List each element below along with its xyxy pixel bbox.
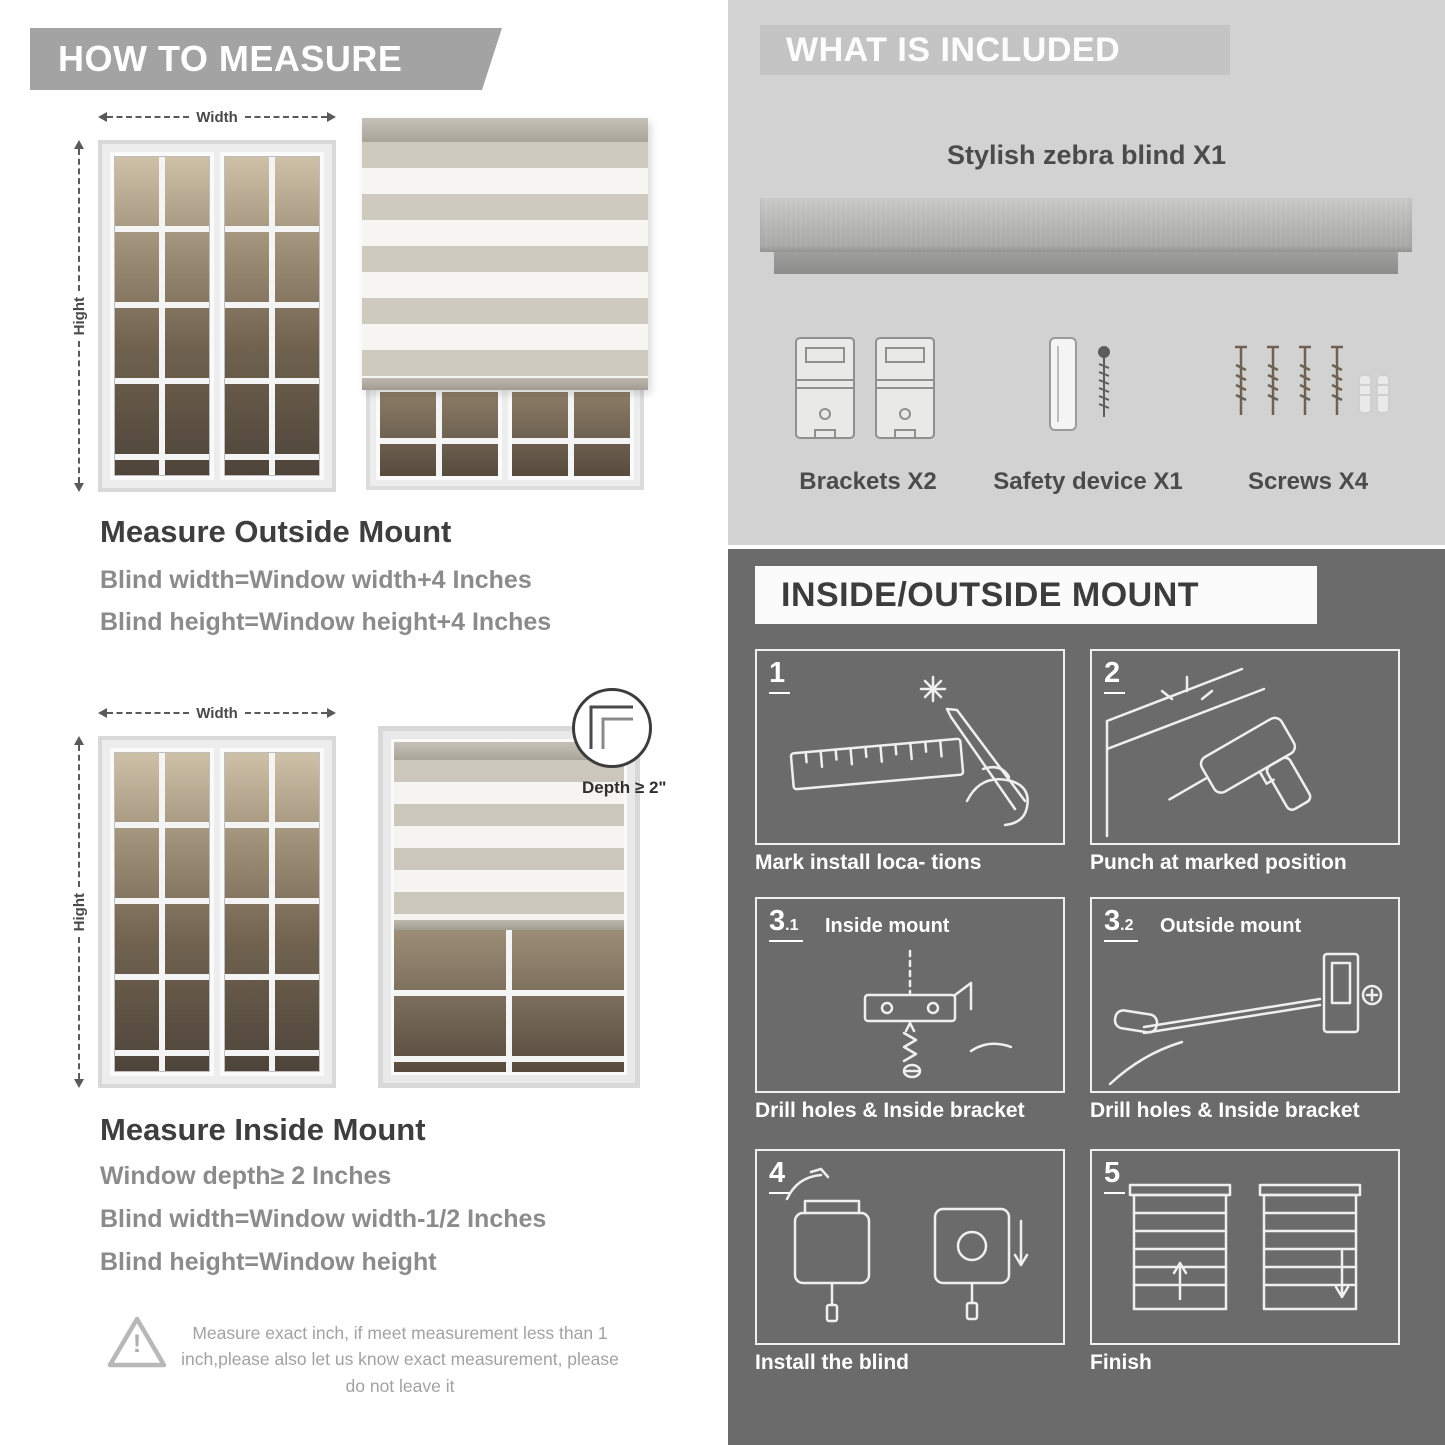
window-sash xyxy=(110,748,214,1076)
width-label: Width xyxy=(196,704,238,722)
exclamation-mark: ! xyxy=(132,1330,142,1358)
window-sash xyxy=(110,152,214,480)
step-number: 4 xyxy=(769,1157,786,1189)
blind-cassette xyxy=(362,118,648,142)
inside-bracket-illustration xyxy=(863,949,1013,1079)
width-arrow-icon: Width xyxy=(98,702,337,724)
step-number: 1 xyxy=(769,657,786,689)
finish-illustration xyxy=(1128,1183,1362,1311)
window-glass xyxy=(394,930,624,1072)
depth-callout-label: Depth ≥ 2" xyxy=(582,778,667,797)
step-caption-3-1: Drill holes & Inside bracket xyxy=(755,1099,1025,1122)
anchor-icon xyxy=(1358,374,1390,414)
mount-banner: INSIDE/OUTSIDE MOUNT xyxy=(755,566,1317,624)
step-number: 3 xyxy=(1104,905,1121,937)
inside-mount-line2: Blind width=Window width-1/2 Inches xyxy=(100,1205,547,1233)
height-label: Hight xyxy=(70,296,88,336)
outside-mount-line1: Blind width=Window width+4 Inches xyxy=(100,566,532,594)
inside-outside-mount-section: INSIDE/OUTSIDE MOUNT 1 2 xyxy=(728,549,1445,1445)
step-caption-5: Finish xyxy=(1090,1351,1152,1374)
window-illustration-inside xyxy=(98,736,336,1088)
step-caption-1: Mark install loca- tions xyxy=(755,851,982,874)
step-panel-4: 4 xyxy=(755,1149,1065,1345)
step-caption-3-2: Drill holes & Inside bracket xyxy=(1090,1099,1360,1122)
arrow-left-icon xyxy=(98,112,107,122)
outside-mount-line2: Blind height=Window height+4 Inches xyxy=(100,608,552,636)
height-label: Hight xyxy=(70,892,88,932)
step-panel-5: 5 xyxy=(1090,1149,1400,1345)
window-sash xyxy=(220,748,324,1076)
safety-device-icon xyxy=(1049,337,1110,431)
step-number: 5 xyxy=(1104,1157,1121,1189)
screws-label: Screws X4 xyxy=(1247,468,1369,495)
window-illustration-outside xyxy=(98,140,336,492)
product-title: Stylish zebra blind X1 xyxy=(946,140,1227,170)
inside-mount-heading: Measure Inside Mount xyxy=(100,1112,426,1147)
window-sash xyxy=(220,152,324,480)
blind-stripes xyxy=(394,760,624,920)
depth-magnifier-circle-icon xyxy=(572,688,652,768)
what-is-included-banner: WHAT IS INCLUDED xyxy=(760,25,1230,75)
what-is-included-section: WHAT IS INCLUDED Stylish zebra blind X1 xyxy=(728,0,1445,545)
mark-location-illustration xyxy=(789,675,1029,827)
arrow-left-icon xyxy=(98,708,107,718)
brackets-icon xyxy=(795,337,935,439)
step-panel-2: 2 xyxy=(1090,649,1400,845)
arrow-up-icon xyxy=(74,140,84,149)
install-blind-illustration xyxy=(785,1167,1029,1323)
zebra-blind-inside-illustration xyxy=(378,726,640,1088)
step-substep: .2 xyxy=(1120,917,1134,934)
width-arrow-icon: Width xyxy=(98,106,337,128)
headrail-valance-illustration xyxy=(774,252,1398,274)
step-panel-3-2: 3.2 Outside mount xyxy=(1090,897,1400,1093)
step-title: Outside mount xyxy=(1160,915,1302,937)
zebra-blind-outside-illustration xyxy=(362,118,648,390)
arrow-right-icon xyxy=(327,708,337,718)
blind-stripes xyxy=(362,142,648,378)
width-label: Width xyxy=(196,108,238,126)
headrail-illustration xyxy=(760,198,1412,252)
arrow-right-icon xyxy=(327,112,337,122)
step-caption-4: Install the blind xyxy=(755,1351,910,1374)
blind-bottom-rail xyxy=(394,920,624,930)
window-under-blind-illustration xyxy=(366,378,644,490)
arrow-down-icon xyxy=(74,1079,84,1089)
height-arrow-icon: Hight xyxy=(66,140,92,493)
step-number: 2 xyxy=(1104,657,1121,689)
blind-bottom-rail xyxy=(362,378,648,390)
step-substep: .1 xyxy=(785,917,799,934)
outside-mount-heading: Measure Outside Mount xyxy=(100,514,452,549)
arrow-down-icon xyxy=(74,483,84,493)
step-panel-1: 1 xyxy=(755,649,1065,845)
blind-cassette xyxy=(394,742,624,760)
measure-warning-text: Measure exact inch, if meet measurement … xyxy=(181,1323,619,1396)
step-title: Inside mount xyxy=(825,915,950,937)
height-arrow-icon: Hight xyxy=(66,736,92,1089)
frame-corner-icon xyxy=(589,705,633,749)
step-caption-2: Punch at marked position xyxy=(1090,851,1347,874)
inside-mount-line3: Blind height=Window height xyxy=(100,1248,437,1276)
brackets-label: Brackets X2 xyxy=(799,468,937,495)
warning-triangle-icon: ! xyxy=(106,1314,168,1370)
inside-mount-line1: Window depth≥ 2 Inches xyxy=(100,1162,392,1190)
step-panel-3-1: 3.1 Inside mount xyxy=(755,897,1065,1093)
outside-bracket-illustration xyxy=(1108,952,1383,1086)
safety-device-label: Safety device X1 xyxy=(993,468,1183,495)
step-number: 3 xyxy=(769,905,786,937)
drill-punch-illustration xyxy=(1105,667,1312,838)
how-to-measure-banner: HOW TO MEASURE xyxy=(30,28,502,90)
screws-icon xyxy=(1235,345,1390,415)
arrow-up-icon xyxy=(74,736,84,745)
